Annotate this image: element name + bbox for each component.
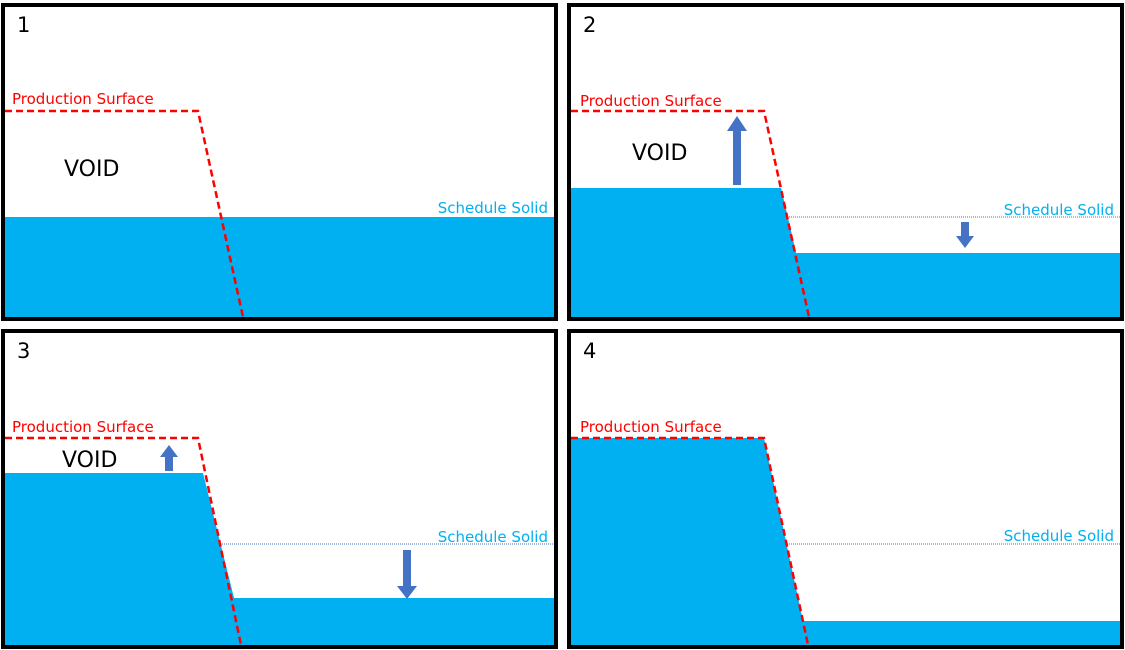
panel-number: 3 — [17, 339, 31, 363]
production-surface-label: Production Surface — [12, 418, 154, 436]
schedule-solid-label: Schedule Solid — [1003, 201, 1114, 219]
production-surface-label: Production Surface — [580, 92, 722, 110]
void-label: VOID — [632, 141, 688, 166]
cut-down-arrow — [397, 550, 417, 599]
solid-excavation-slope — [571, 188, 811, 317]
schedule-solid-label: Schedule Solid — [1003, 527, 1114, 545]
production-surface-label: Production Surface — [580, 418, 722, 436]
panel-2-drawing — [571, 109, 1120, 317]
panel-1: 1 Production Surface VOID Schedule Solid — [1, 3, 558, 321]
panel-4-drawing — [571, 436, 1120, 645]
panel-2: 2 Production Surface VOID Schedule Solid — [567, 3, 1124, 321]
production-surface-line — [571, 436, 810, 645]
panel-4: 4 Production Surface Schedule Solid — [567, 329, 1124, 649]
production-surface-label: Production Surface — [12, 90, 154, 108]
production-surface-line — [571, 109, 811, 317]
void-label: VOID — [64, 157, 120, 182]
production-surface-line — [5, 436, 243, 645]
schedule-solid-label: Schedule Solid — [437, 199, 548, 217]
panel-number: 2 — [583, 13, 597, 37]
cut-down-arrow — [956, 222, 974, 248]
panel-3-drawing — [5, 436, 554, 645]
solid-area — [5, 473, 554, 645]
solid-area — [571, 438, 1120, 645]
panel-number: 1 — [17, 13, 31, 37]
panel-number: 4 — [583, 339, 597, 363]
panel-3: 3 Production Surface VOID Schedule Solid — [1, 329, 558, 649]
schedule-solid-area — [5, 217, 554, 317]
panel-1-drawing — [5, 109, 554, 317]
void-label: VOID — [62, 448, 118, 473]
production-surface-line — [5, 109, 245, 317]
fill-up-arrow — [160, 445, 178, 471]
fill-up-arrow — [727, 116, 747, 185]
schedule-solid-label: Schedule Solid — [437, 528, 548, 546]
